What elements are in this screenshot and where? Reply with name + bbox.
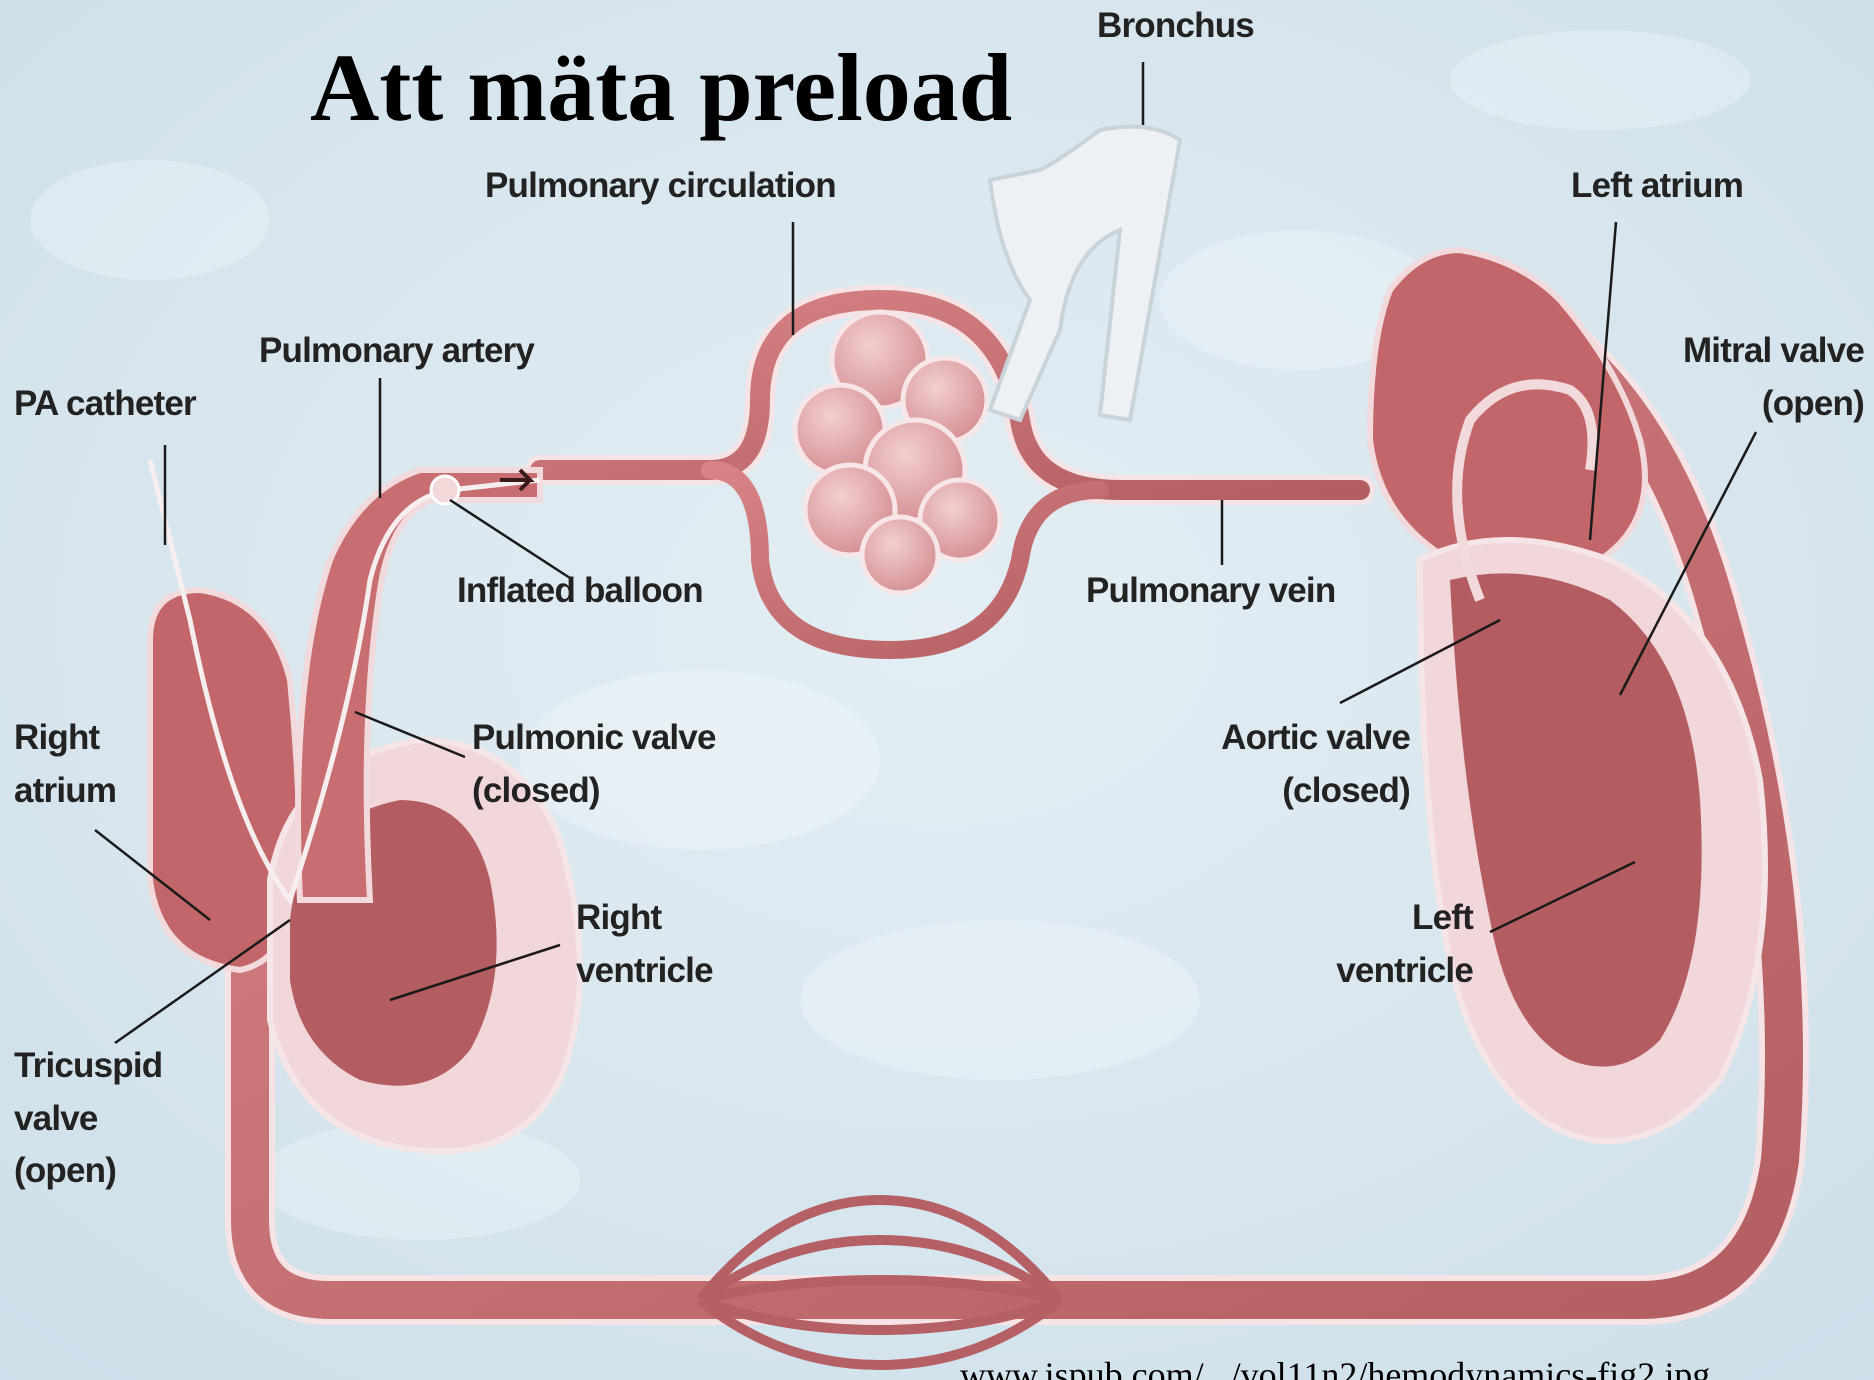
label-inflated-balloon: Inflated balloon: [457, 565, 703, 618]
label-mitral-valve: Mitral valve(open): [1640, 325, 1864, 430]
label-pulmonary-circulation: Pulmonary circulation: [485, 160, 836, 213]
label-aortic-valve: Aortic valve(closed): [1160, 712, 1410, 817]
label-pulmonic-valve: Pulmonic valve(closed): [472, 712, 716, 817]
label-bronchus: Bronchus: [1097, 0, 1254, 53]
label-pulmonary-vein: Pulmonary vein: [1086, 565, 1335, 618]
source-url: www.ispub.com/.../vol11n2/hemodynamics-f…: [960, 1354, 1710, 1380]
label-pa-catheter: PA catheter: [14, 378, 196, 431]
slide-title: Att mäta preload: [310, 32, 1012, 143]
inflated-balloon-shape: [431, 476, 459, 504]
label-pulmonary-artery: Pulmonary artery: [259, 325, 534, 378]
label-left-atrium: Left atrium: [1571, 160, 1743, 213]
